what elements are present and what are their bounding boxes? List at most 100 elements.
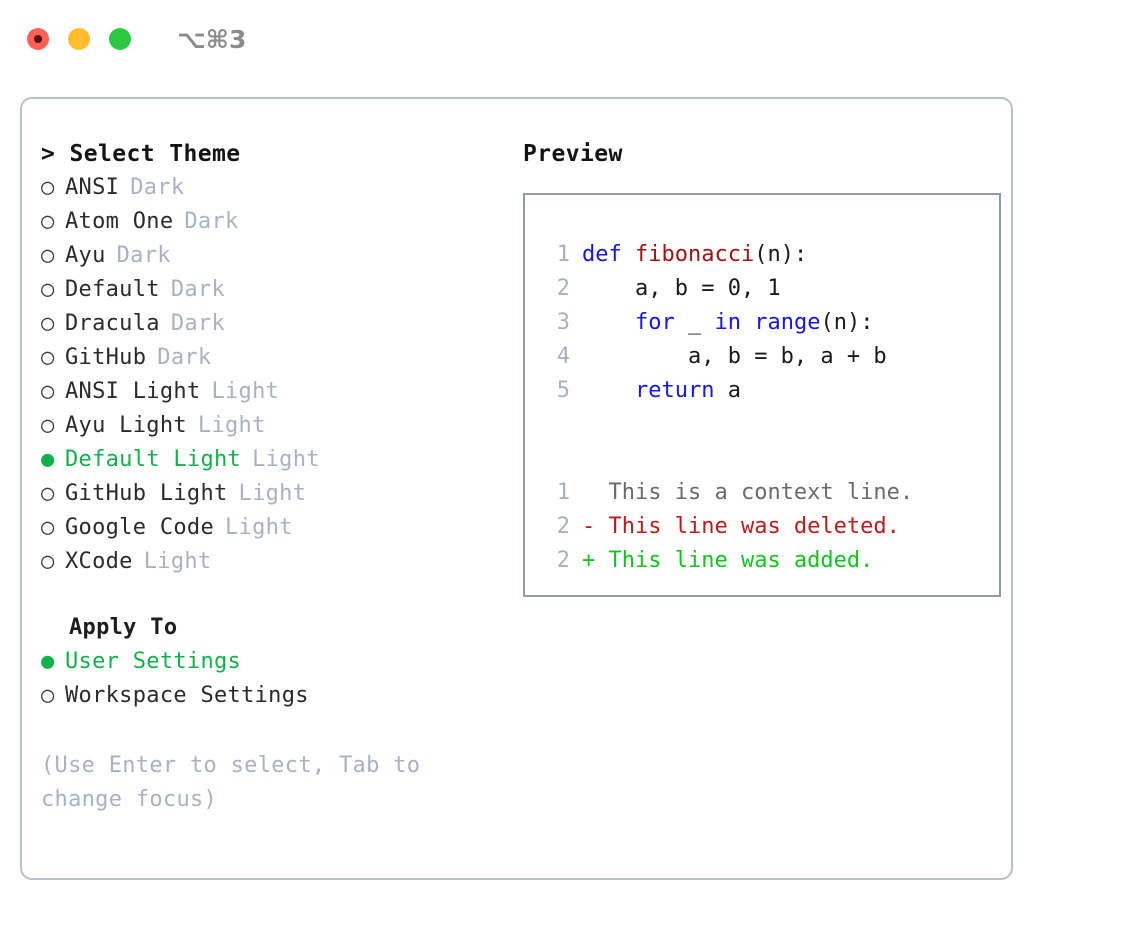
close-button-icon[interactable] — [27, 28, 49, 50]
code-line: 5 return a — [546, 374, 999, 408]
code-token-plain: _ — [687, 310, 715, 335]
code-token-plain: a — [727, 378, 741, 403]
traffic-light-group — [27, 28, 131, 50]
theme-option-ayu-light[interactable]: ○ Ayu Light Light — [41, 409, 501, 443]
apply-to-option-label: User Settings — [65, 649, 242, 674]
theme-option-label: XCode — [65, 549, 133, 574]
radio-unselected-icon: ○ — [41, 481, 55, 506]
diff-sign-marker: - — [582, 514, 609, 539]
theme-option-tag: Light — [225, 515, 293, 540]
radio-unselected-icon: ○ — [41, 683, 55, 708]
theme-option-tag: Dark — [130, 175, 185, 200]
theme-option-tag: Dark — [184, 209, 239, 234]
code-line: 1 def fibonacci(n): — [546, 238, 999, 272]
diff-line-number: 1 — [556, 480, 570, 505]
theme-option-label: GitHub — [65, 345, 147, 370]
diff-line-content: - This line was deleted. — [582, 510, 900, 544]
radio-unselected-icon: ○ — [41, 413, 55, 438]
code-line-number: 3 — [556, 310, 570, 335]
theme-option-default-light[interactable]: ● Default Light Light — [41, 443, 501, 477]
theme-option-label: Dracula — [65, 311, 160, 336]
diff-sign-marker — [582, 480, 609, 505]
diff-line-text: This line was deleted. — [608, 514, 900, 539]
theme-option-tag: Light — [211, 379, 280, 404]
code-line-number: 2 — [556, 276, 570, 301]
preview-header: Preview — [523, 141, 623, 167]
theme-option-label: Default — [65, 277, 160, 302]
theme-option-github-light[interactable]: ○ GitHub Light Light — [41, 477, 501, 511]
radio-unselected-icon: ○ — [41, 209, 55, 234]
theme-option-ansi-light[interactable]: ○ ANSI Light Light — [41, 375, 501, 409]
theme-option-label: Ayu Light — [65, 413, 187, 438]
theme-option-tag: Dark — [170, 311, 226, 336]
theme-option-tag: Light — [197, 413, 266, 438]
code-blank-line — [546, 442, 999, 476]
diff-line-added: 2 + This line was added. — [546, 544, 999, 578]
code-line-content: a, b = 0, 1 — [582, 272, 781, 306]
code-token-plain: (n): — [754, 242, 808, 267]
select-theme-header: > Select Theme — [41, 141, 241, 167]
code-token-keyword: in — [714, 310, 755, 335]
theme-option-label: Google Code — [65, 515, 214, 540]
theme-option-label: Default Light — [65, 447, 242, 472]
theme-option-label: Atom One — [65, 209, 174, 234]
title-bar: ⌥⌘3 — [0, 0, 1140, 78]
radio-selected-icon: ● — [41, 447, 55, 472]
code-line-content: return a — [582, 374, 741, 408]
theme-option-label: ANSI — [65, 175, 120, 200]
code-token-keyword: range — [754, 310, 821, 335]
code-line: 2 a, b = 0, 1 — [546, 272, 999, 306]
diff-line-content: + This line was added. — [582, 544, 873, 578]
theme-option-tag: Light — [252, 447, 320, 472]
recording-dot-icon — [34, 35, 42, 43]
diff-line-context: 1 This is a context line. — [546, 476, 999, 510]
code-line: 3 for _ in range(n): — [546, 306, 999, 340]
radio-unselected-icon: ○ — [41, 345, 55, 370]
diff-line-number: 2 — [556, 514, 570, 539]
radio-unselected-icon: ○ — [41, 379, 55, 404]
theme-option-default[interactable]: ○ Default Dark — [41, 273, 501, 307]
apply-to-option-workspace-settings[interactable]: ○Workspace Settings — [41, 679, 501, 713]
keyboard-hint-text: (Use Enter to select, Tab to change focu… — [41, 753, 421, 812]
theme-option-label: Ayu — [65, 243, 106, 268]
code-token-keyword: def — [582, 242, 635, 267]
window-shortcut-title: ⌥⌘3 — [177, 24, 247, 54]
code-line-number: 1 — [556, 242, 570, 267]
apply-to-title: Apply To — [69, 615, 178, 640]
code-token-plain: (n): — [820, 310, 874, 335]
code-blank-line — [546, 408, 999, 442]
code-line-number: 5 — [556, 378, 570, 403]
theme-option-label: GitHub Light — [65, 481, 228, 506]
code-token-plain: a, b = 0, 1 — [634, 276, 781, 301]
theme-option-ayu[interactable]: ○ Ayu Dark — [41, 239, 501, 273]
apply-to-option-user-settings[interactable]: ● User Settings — [41, 645, 501, 679]
theme-option-tag: Dark — [170, 277, 226, 302]
code-line-content: def fibonacci(n): — [582, 238, 807, 272]
theme-option-ansi[interactable]: ○ ANSI Dark — [41, 171, 501, 205]
radio-unselected-icon: ○ — [41, 277, 55, 302]
theme-option-tag: Light — [238, 481, 307, 506]
code-line: 4 a, b = b, a + b — [546, 340, 999, 374]
diff-sign-marker: + — [582, 548, 609, 573]
radio-unselected-icon: ○ — [41, 175, 55, 200]
radio-unselected-icon: ○ — [41, 549, 55, 574]
diff-line-number: 2 — [556, 548, 570, 573]
minimize-button-icon[interactable] — [68, 28, 90, 50]
theme-option-label: ANSI Light — [65, 379, 201, 404]
theme-option-tag: Dark — [116, 243, 171, 268]
radio-unselected-icon: ○ — [41, 243, 55, 268]
diff-line-content: This is a context line. — [582, 476, 914, 510]
theme-option-atom-one[interactable]: ○ Atom One Dark — [41, 205, 501, 239]
maximize-button-icon[interactable] — [109, 28, 131, 50]
radio-selected-icon: ● — [41, 649, 55, 674]
